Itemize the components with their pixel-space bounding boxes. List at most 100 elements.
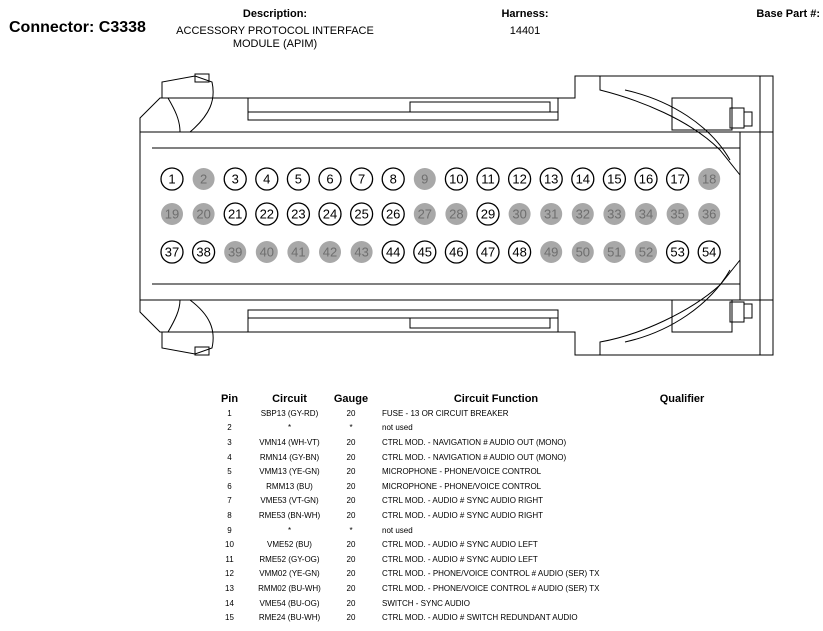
gauge-cell: 20 xyxy=(346,408,356,418)
pin-circle xyxy=(665,240,690,264)
description-line-2: MODULE (APIM) xyxy=(232,38,318,50)
qualifier-cell xyxy=(622,494,742,509)
pin-circle xyxy=(634,167,658,191)
circuit-cell: RME52 (GY-OG) xyxy=(259,554,320,564)
pin-circle xyxy=(476,167,500,191)
pin-circle xyxy=(319,241,341,263)
description-value: ACCESSORY PROTOCOL INTERFACE MODULE (API… xyxy=(150,25,400,51)
function-cell: CTRL MOD. - AUDIO # SYNC AUDIO RIGHT xyxy=(382,496,544,506)
harness-value: 14401 xyxy=(509,25,541,37)
pin-table: Pin Circuit Gauge Circuit Function Quali… xyxy=(212,391,742,625)
pin-cavity-1: 1 xyxy=(160,167,184,191)
pin-cavity-50: 50 xyxy=(571,241,594,263)
pin-circle xyxy=(160,167,184,191)
pin-number: 18 xyxy=(702,172,716,187)
pin-circle xyxy=(635,241,657,263)
pin-cavity-5: 5 xyxy=(286,167,311,191)
pin-cell: 13 xyxy=(225,583,234,593)
pin-circle xyxy=(224,241,247,263)
pin-cavity-21: 21 xyxy=(223,202,247,226)
pin-cavity-12: 12 xyxy=(507,167,532,191)
pin-cavity-8: 8 xyxy=(381,167,405,191)
pin-number: 25 xyxy=(354,207,368,222)
pin-cavity-43: 43 xyxy=(350,241,373,263)
circuit-cell: VMN14 (WH-VT) xyxy=(259,437,320,447)
function-cell: not used xyxy=(382,423,413,433)
pin-number: 17 xyxy=(670,172,684,187)
gauge-cell: 20 xyxy=(346,452,356,462)
gauge-cell: 20 xyxy=(346,496,356,506)
pin-circle xyxy=(160,240,184,264)
pin-cell: 7 xyxy=(227,496,232,506)
qualifier-cell xyxy=(622,567,742,582)
qualifier-cell xyxy=(622,406,742,421)
pin-cavity-33: 33 xyxy=(603,203,626,225)
function-cell: CTRL MOD. - AUDIO # SWITCH REDUNDANT AUD… xyxy=(382,613,578,623)
pin-cell: 14 xyxy=(225,598,234,608)
pin-circle xyxy=(286,167,311,191)
pin-number: 20 xyxy=(196,207,210,222)
pin-cavity-24: 24 xyxy=(318,202,342,226)
pin-circle xyxy=(318,167,342,191)
qualifier-cell xyxy=(622,479,742,494)
function-cell: CTRL MOD. - PHONE/VOICE CONTROL # AUDIO … xyxy=(382,583,600,593)
pin-cavity-54: 54 xyxy=(697,240,721,264)
pin-circle xyxy=(635,203,657,225)
connector-title: Connector: C3338 xyxy=(9,19,146,36)
qualifier-cell xyxy=(622,523,742,538)
circuit-cell: RMN14 (GY-BN) xyxy=(259,452,320,462)
pin-circle xyxy=(602,167,627,191)
pin-number: 47 xyxy=(481,245,495,260)
pin-circle xyxy=(413,168,436,190)
pin-cell: 4 xyxy=(227,452,232,462)
pin-cavity-15: 15 xyxy=(602,167,627,191)
function-cell: MICROPHONE - PHONE/VOICE CONTROL xyxy=(382,467,542,477)
pin-cell: 2 xyxy=(227,423,232,433)
pin-cavity-18: 18 xyxy=(698,168,721,190)
pin-number: 29 xyxy=(481,207,495,222)
pin-cavity-22: 22 xyxy=(255,202,279,226)
pin-number: 22 xyxy=(260,207,274,222)
pin-circle xyxy=(571,241,594,263)
pin-circle xyxy=(350,241,373,263)
gauge-cell: 20 xyxy=(346,510,356,520)
pin-cavity-38: 38 xyxy=(191,240,216,264)
pin-circle xyxy=(540,241,563,263)
pin-number: 8 xyxy=(390,172,397,187)
pin-number: 15 xyxy=(607,172,621,187)
pin-cavity-20: 20 xyxy=(192,203,215,225)
pin-circle xyxy=(476,240,500,264)
connector-housing-outline xyxy=(139,73,774,356)
pin-cavity-52: 52 xyxy=(635,241,657,263)
circuit-cell: RME24 (BU-WH) xyxy=(258,613,321,623)
pin-cavity-47: 47 xyxy=(476,240,500,264)
pin-circle xyxy=(507,167,532,191)
pin-cavity-3: 3 xyxy=(223,167,247,191)
header-circuit: Circuit xyxy=(272,392,307,405)
pin-circle xyxy=(571,203,594,225)
pin-number: 39 xyxy=(228,245,242,260)
pin-number: 42 xyxy=(323,245,337,260)
pin-number: 1 xyxy=(168,172,175,187)
pin-circle xyxy=(413,240,437,264)
pin-number: 10 xyxy=(449,172,463,187)
pin-circle xyxy=(192,203,215,225)
qualifier-cell xyxy=(622,435,742,450)
pin-cavity-11: 11 xyxy=(476,167,500,191)
pin-circle xyxy=(255,167,279,191)
pin-number: 37 xyxy=(165,245,179,260)
pin-number: 28 xyxy=(449,207,463,222)
pin-number: 31 xyxy=(544,207,558,222)
gauge-cell: 20 xyxy=(346,467,356,477)
pin-cavity-32: 32 xyxy=(571,203,594,225)
header-qualifier: Qualifier xyxy=(659,392,705,405)
pin-cavity-23: 23 xyxy=(286,202,311,226)
qualifier-cell xyxy=(622,610,742,625)
